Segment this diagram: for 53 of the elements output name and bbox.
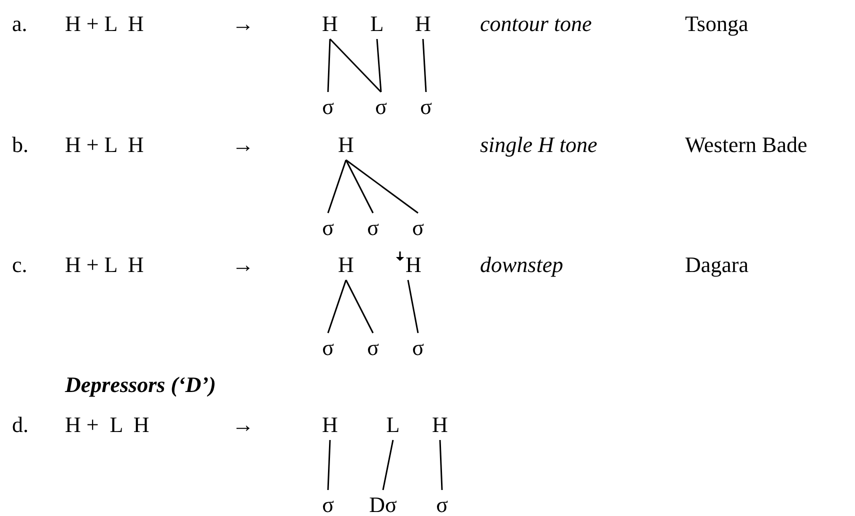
arrow: →: [232, 414, 254, 436]
association-line: [407, 280, 419, 334]
tone-letter: L: [370, 13, 384, 35]
association-line: [329, 38, 382, 93]
tone-letter: H: [415, 13, 431, 35]
language-name: Western Bade: [685, 134, 808, 156]
association-line: [345, 280, 374, 334]
input-tones: H + L H: [65, 254, 144, 276]
syllable-symbol: σ: [367, 337, 379, 359]
syllable-symbol: σ: [375, 96, 387, 118]
example-letter: b.: [12, 134, 28, 156]
syllable-symbol: σ: [322, 494, 334, 516]
gloss: contour tone: [480, 13, 592, 35]
syllable-symbol: σ: [322, 337, 334, 359]
tone-letter: H: [322, 414, 338, 436]
syllable-symbol: σ: [412, 337, 424, 359]
section-heading: Depressors (‘D’): [65, 374, 216, 396]
association-line: [327, 280, 347, 334]
syllable-symbol: σ: [322, 96, 334, 118]
input-tones: H + L H: [65, 414, 150, 436]
association-line: [327, 38, 331, 92]
association-line: [382, 440, 394, 490]
input-tones: H + L H: [65, 134, 144, 156]
input-tones: H + L H: [65, 13, 144, 35]
syllable-symbol: σ: [367, 217, 379, 239]
language-name: Dagara: [685, 254, 749, 276]
tone-letter: H: [338, 254, 354, 276]
syllable-symbol: σ: [436, 494, 448, 516]
association-line: [327, 440, 331, 490]
tone-letter: L: [386, 414, 400, 436]
example-letter: a.: [12, 13, 28, 35]
association-line: [327, 160, 347, 214]
arrow: →: [232, 13, 254, 35]
language-name: Tsonga: [685, 13, 748, 35]
association-line: [346, 159, 418, 214]
association-line: [439, 440, 443, 490]
tone-letter: H: [338, 134, 354, 156]
tone-letter: H: [432, 414, 448, 436]
arrow: →: [232, 254, 254, 276]
tone-letter: H: [322, 13, 338, 35]
example-letter: d.: [12, 414, 28, 436]
example-letter: c.: [12, 254, 28, 276]
syllable-symbol: Dσ: [369, 494, 397, 516]
association-line: [376, 38, 382, 92]
arrow: →: [232, 134, 254, 156]
tone-letter: ꜜH: [394, 254, 422, 276]
syllable-symbol: σ: [322, 217, 334, 239]
gloss: single H tone: [480, 134, 598, 156]
association-line: [345, 160, 374, 214]
syllable-symbol: σ: [412, 217, 424, 239]
syllable-symbol: σ: [420, 96, 432, 118]
association-line: [422, 38, 427, 92]
gloss: downstep: [480, 254, 564, 276]
